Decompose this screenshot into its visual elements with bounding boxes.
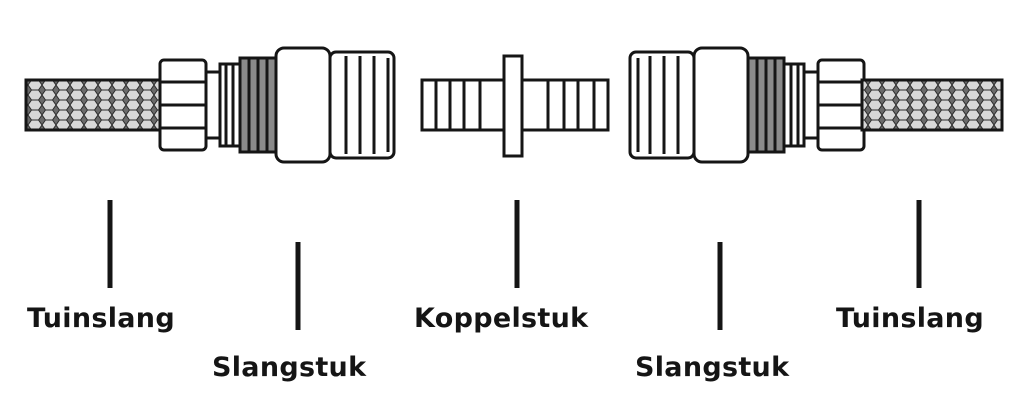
label-garden-hose-left: Tuinslang <box>27 303 175 334</box>
garden-hose-left <box>24 78 164 132</box>
label-garden-hose-right: Tuinslang <box>836 303 984 334</box>
label-hose-piece-right: Slangstuk <box>635 352 790 383</box>
label-coupling: Koppelstuk <box>414 303 589 334</box>
coupling-piece <box>420 54 610 158</box>
label-hose-piece-left: Slangstuk <box>212 352 367 383</box>
hose-piece-left <box>158 46 396 164</box>
garden-hose-right <box>860 78 1004 132</box>
hose-piece-right <box>628 46 866 164</box>
pointer-lines <box>107 200 922 330</box>
